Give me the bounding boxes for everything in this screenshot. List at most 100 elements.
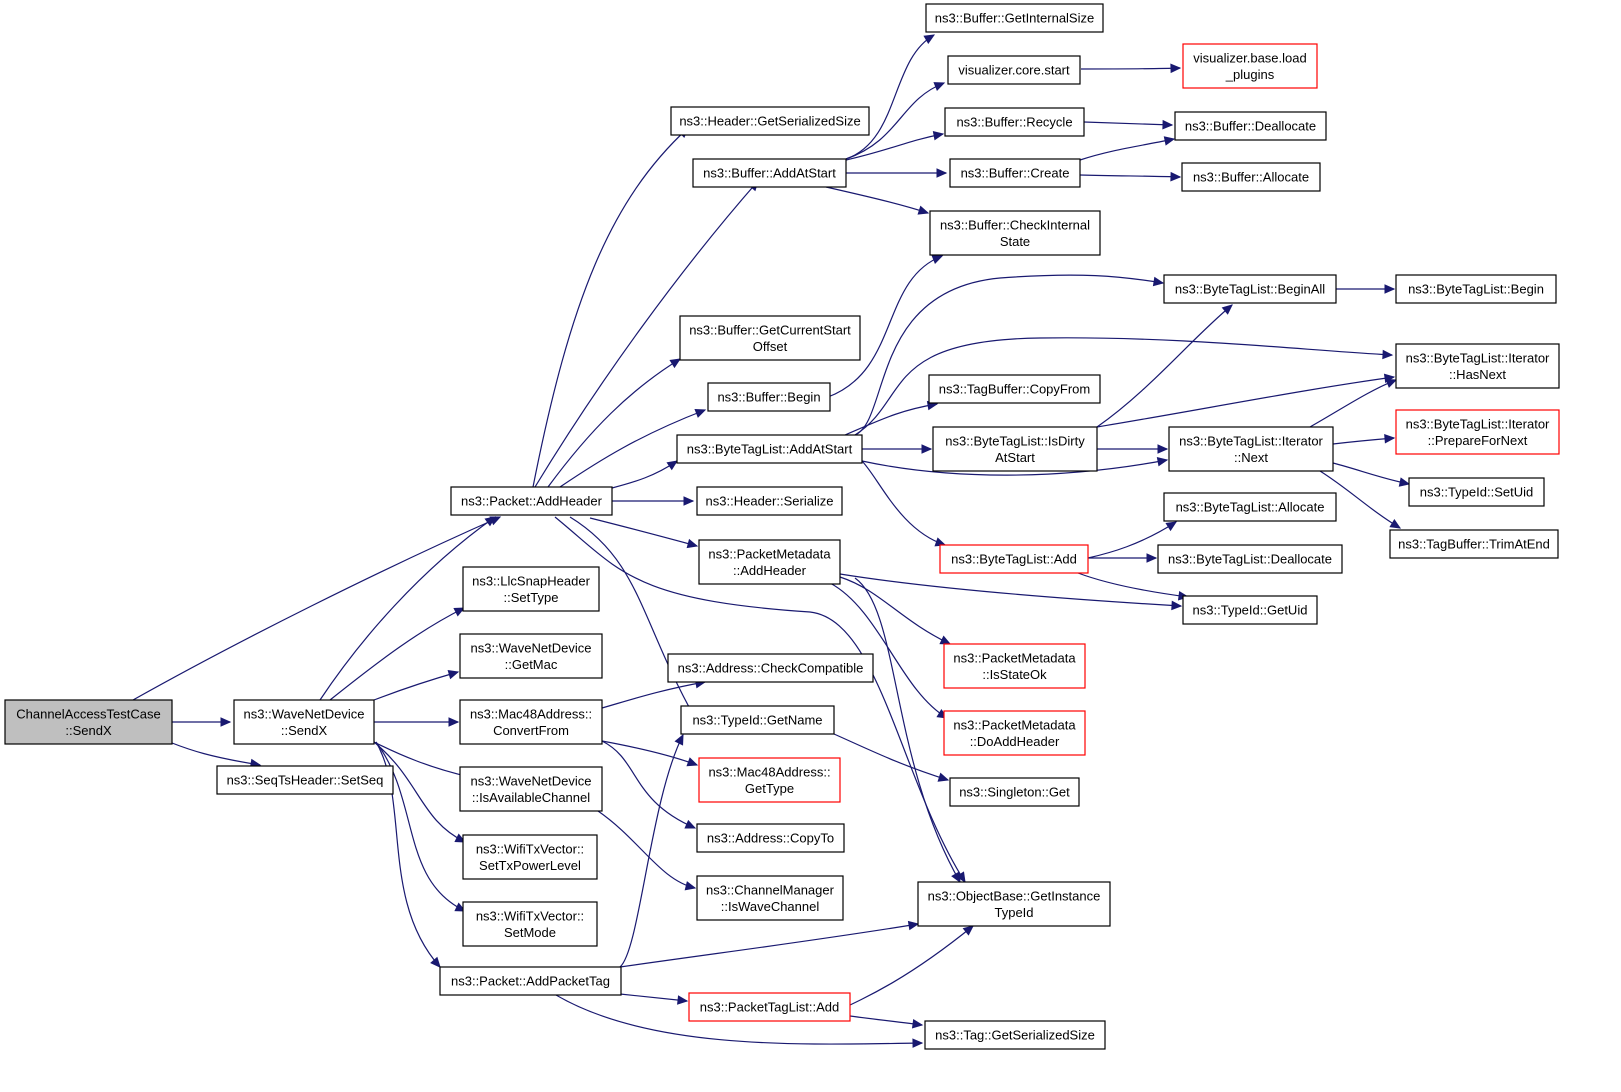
call-edge-arrowhead <box>932 131 945 141</box>
node-box <box>928 374 1101 404</box>
node-pm-doaddheader[interactable]: ns3::PacketMetadata::DoAddHeader <box>943 710 1086 756</box>
node-pkt-addheader[interactable]: ns3::Packet::AddHeader <box>450 486 613 516</box>
node-label-line: ns3::WaveNetDevice <box>471 773 592 788</box>
node-box <box>925 3 1104 33</box>
call-edge-arrowhead <box>686 538 699 549</box>
node-box <box>462 834 598 880</box>
node-hdr-getserializedsize[interactable]: ns3::Header::GetSerializedSize <box>670 106 870 136</box>
node-addr-copyto[interactable]: ns3::Address::CopyTo <box>696 823 845 853</box>
node-box <box>1389 529 1559 559</box>
call-edge-arrowhead <box>684 819 697 829</box>
node-label-line: ::PrepareForNext <box>1428 433 1528 448</box>
node-pkt-addpackettag[interactable]: ns3::Packet::AddPacketTag <box>439 966 622 996</box>
node-box <box>1163 274 1337 304</box>
node-buf-deallocate[interactable]: ns3::Buffer::Deallocate <box>1174 111 1327 141</box>
node-ptl-add[interactable]: ns3::PacketTagList::Add <box>688 992 851 1022</box>
node-btl-it-hasnext[interactable]: ns3::ByteTagList::Iterator::HasNext <box>1395 343 1560 389</box>
call-edge-arrowhead <box>1221 304 1233 315</box>
call-edge <box>619 993 688 1002</box>
node-wnd-getmac[interactable]: ns3::WaveNetDevice::GetMac <box>459 633 603 679</box>
node-btl-it-preparefornext[interactable]: ns3::ByteTagList::Iterator::PrepareForNe… <box>1395 409 1560 455</box>
node-label-line: ::HasNext <box>1449 367 1506 382</box>
node-box <box>462 901 598 947</box>
node-typeid-getname[interactable]: ns3::TypeId::GetName <box>680 705 835 735</box>
node-root[interactable]: ChannelAccessTestCase::SendX <box>4 699 173 745</box>
node-pm-isstateok[interactable]: ns3::PacketMetadata::IsStateOk <box>943 643 1086 689</box>
node-box <box>947 55 1081 85</box>
node-box <box>459 766 603 812</box>
call-edge-arrowhead <box>684 881 697 891</box>
node-btl-addatstart[interactable]: ns3::ByteTagList::AddAtStart <box>676 434 863 464</box>
node-addr-checkcompatible[interactable]: ns3::Address::CheckCompatible <box>667 653 874 683</box>
call-edge-arrowhead <box>669 358 682 369</box>
call-edge-arrowhead <box>1156 457 1169 467</box>
call-edge-arrowhead <box>453 607 466 617</box>
node-box <box>459 699 603 745</box>
node-box <box>1408 477 1545 507</box>
node-chm-iswavechannel[interactable]: ns3::ChannelManager::IsWaveChannel <box>696 875 844 921</box>
node-vis-core-start[interactable]: visualizer.core.start <box>947 55 1081 85</box>
node-llc-settype[interactable]: ns3::LlcSnapHeader::SetType <box>462 566 600 612</box>
node-vis-base-loadplugins[interactable]: visualizer.base.load_plugins <box>1182 43 1318 89</box>
node-btl-it-next[interactable]: ns3::ByteTagList::Iterator::Next <box>1168 426 1334 472</box>
node-box <box>944 107 1085 137</box>
call-edge <box>1079 174 1181 178</box>
call-edge <box>1096 304 1233 428</box>
call-edge-arrowhead <box>484 516 497 527</box>
node-buf-getinternalsize[interactable]: ns3::Buffer::GetInternalSize <box>925 3 1104 33</box>
node-wnd-isavailable[interactable]: ns3::WaveNetDevice::IsAvailableChannel <box>459 766 603 812</box>
call-edge <box>554 516 966 883</box>
node-box <box>939 544 1089 574</box>
call-edge <box>601 740 696 829</box>
node-box <box>917 881 1111 927</box>
node-buf-recycle[interactable]: ns3::Buffer::Recycle <box>944 107 1085 137</box>
node-wifi-settxpower[interactable]: ns3::WifiTxVector::SetTxPowerLevel <box>462 834 598 880</box>
node-btl-allocate[interactable]: ns3::ByteTagList::Allocate <box>1163 492 1337 522</box>
call-edge-arrowhead <box>677 995 689 1005</box>
node-mac48-gettype[interactable]: ns3::Mac48Address::GetType <box>698 757 841 803</box>
node-tagbuf-trimatend[interactable]: ns3::TagBuffer::TrimAtEnd <box>1389 529 1559 559</box>
node-hdr-serialize[interactable]: ns3::Header::Serialize <box>696 486 843 516</box>
node-wifi-setmode[interactable]: ns3::WifiTxVector::SetMode <box>462 901 598 947</box>
node-label-line: ns3::ByteTagList::Iterator <box>1406 350 1550 365</box>
call-edge-arrowhead <box>955 871 966 884</box>
node-singleton-get[interactable]: ns3::Singleton::Get <box>949 777 1080 807</box>
node-typeid-getuid[interactable]: ns3::TypeId::GetUid <box>1182 595 1318 625</box>
node-btl-begin[interactable]: ns3::ByteTagList::Begin <box>1395 274 1557 304</box>
call-edge <box>589 517 698 547</box>
node-tagbuf-copyfrom[interactable]: ns3::TagBuffer::CopyFrom <box>928 374 1101 404</box>
call-edge <box>1096 376 1395 428</box>
call-edge <box>619 923 919 968</box>
node-buf-create[interactable]: ns3::Buffer::Create <box>949 158 1081 188</box>
node-buf-allocate[interactable]: ns3::Buffer::Allocate <box>1181 162 1321 192</box>
node-box <box>949 777 1080 807</box>
node-label-line: ns3::LlcSnapHeader <box>472 573 590 588</box>
node-seq-setseq[interactable]: ns3::SeqTsHeader::SetSeq <box>216 765 394 795</box>
call-edge <box>619 734 684 968</box>
node-tag-getserializedsize[interactable]: ns3::Tag::GetSerializedSize <box>924 1020 1106 1050</box>
node-typeid-setuid[interactable]: ns3::TypeId::SetUid <box>1408 477 1545 507</box>
node-pm-addheader[interactable]: ns3::PacketMetadata::AddHeader <box>698 539 841 585</box>
node-btl-deallocate[interactable]: ns3::ByteTagList::Deallocate <box>1157 544 1343 574</box>
call-edge <box>827 255 943 398</box>
call-edge-arrowhead <box>911 1019 924 1029</box>
node-buf-addatstart[interactable]: ns3::Buffer::AddAtStart <box>692 158 847 188</box>
node-label-line: ns3::TypeId::SetUid <box>1420 485 1533 500</box>
node-box <box>929 210 1101 256</box>
node-label-line: ns3::PacketTagList::Add <box>700 1000 839 1015</box>
node-btl-beginall[interactable]: ns3::ByteTagList::BeginAll <box>1163 274 1337 304</box>
node-box <box>1182 595 1318 625</box>
call-edge <box>839 573 1182 607</box>
call-edge <box>329 607 465 701</box>
node-wnd-sendx[interactable]: ns3::WaveNetDevice::SendX <box>233 699 375 745</box>
node-mac48-convertfrom[interactable]: ns3::Mac48Address::ConvertFrom <box>459 699 603 745</box>
call-edge <box>532 127 689 488</box>
node-buf-begin[interactable]: ns3::Buffer::Begin <box>707 382 831 412</box>
node-label-line: ns3::TagBuffer::CopyFrom <box>939 382 1091 397</box>
node-label-line: ns3::Buffer::AddAtStart <box>703 166 836 181</box>
node-btl-add[interactable]: ns3::ByteTagList::Add <box>939 544 1089 574</box>
